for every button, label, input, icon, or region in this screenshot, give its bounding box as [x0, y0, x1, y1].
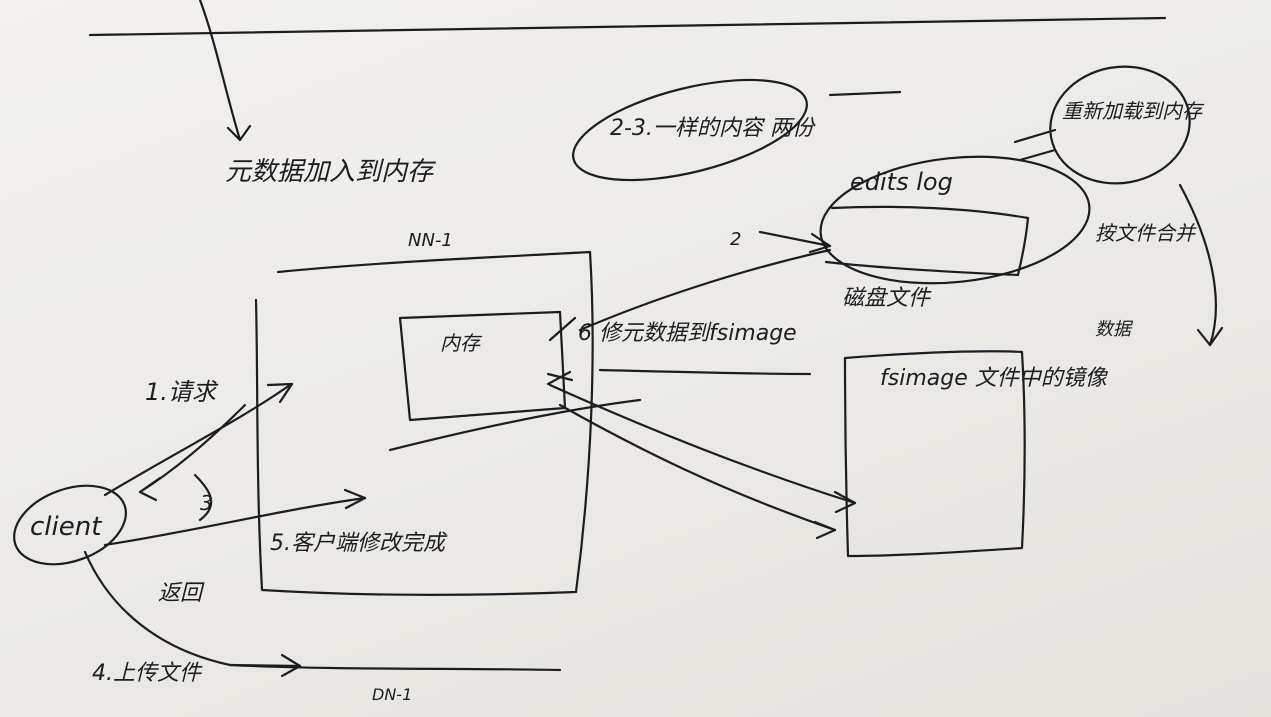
- label-return-num: 3: [200, 491, 213, 515]
- label-return: 返回: [158, 581, 205, 606]
- label-step2: 2: [730, 229, 741, 250]
- label-metadata-memory: 元数据加入到内存: [225, 157, 437, 187]
- upload-line: [85, 552, 560, 670]
- label-step5: 5.客户端修改完成: [270, 531, 448, 556]
- label-fsimage: fsimage 文件中的镜像: [880, 366, 1109, 391]
- label-merge-file: 按文件合并: [1095, 221, 1197, 245]
- label-data: 数据: [1095, 319, 1134, 340]
- label-rewrite: 重新加载到内存: [1062, 99, 1205, 123]
- label-edits-log: edits log: [850, 168, 953, 196]
- upload-arrow-line: [230, 665, 300, 666]
- memory-box: [400, 312, 565, 420]
- label-client: client: [30, 512, 102, 542]
- second-fsimage-arrow: [560, 405, 835, 530]
- rewrite-oval: [1041, 56, 1199, 195]
- top-rule-line: [90, 18, 1165, 35]
- memory-to-fsimage-line: [600, 370, 810, 374]
- edits-log-oval: [814, 144, 1095, 296]
- label-step1: 1.请求: [145, 378, 219, 406]
- label-step23: 2-3.一样的内容 两份: [610, 116, 816, 141]
- top-left-arrow-line: [200, 0, 240, 140]
- label-nn1: NN-1: [408, 230, 453, 251]
- response-arrowhead: [140, 478, 160, 500]
- memory-to-fsimage-arrow: [550, 385, 855, 503]
- label-disk-file: 磁盘文件: [842, 286, 932, 311]
- memory-to-fsimage-arrowhead: [835, 492, 855, 512]
- merge-arrow-line: [1180, 185, 1216, 345]
- label-memory: 内存: [440, 331, 483, 355]
- memory-arrow-tick: [550, 318, 575, 340]
- memory-cross-mark: [548, 372, 572, 384]
- label-step6: 6 修元数据到fsimage: [578, 321, 797, 346]
- label-dn1: DN-1: [372, 685, 412, 704]
- memory-to-edits-arrow: [580, 250, 830, 330]
- edits-log-box: [826, 207, 1028, 275]
- step23-underline: [830, 92, 900, 95]
- label-upload: 4.上传文件: [92, 661, 203, 686]
- response-arrow-line: [140, 405, 245, 492]
- rewrite-equals-mark: [1015, 130, 1055, 160]
